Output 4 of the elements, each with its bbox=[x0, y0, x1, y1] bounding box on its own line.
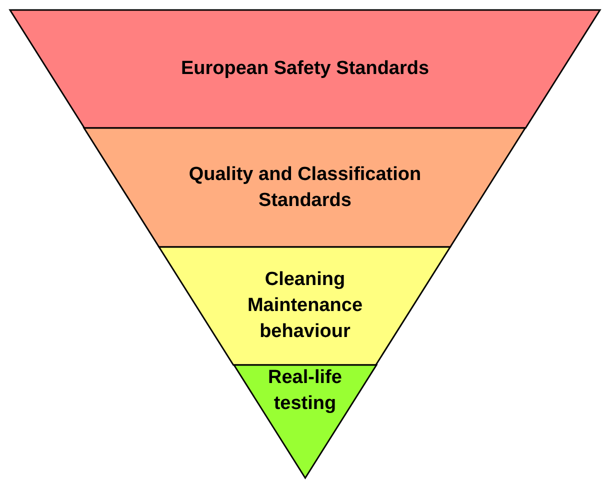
level-label: Cleaning Maintenance behaviour bbox=[246, 268, 364, 344]
level-label: European Safety Standards bbox=[180, 57, 430, 81]
level-label: Quality and Classification Standards bbox=[188, 162, 422, 212]
level-label: Real-life testing bbox=[267, 366, 343, 416]
